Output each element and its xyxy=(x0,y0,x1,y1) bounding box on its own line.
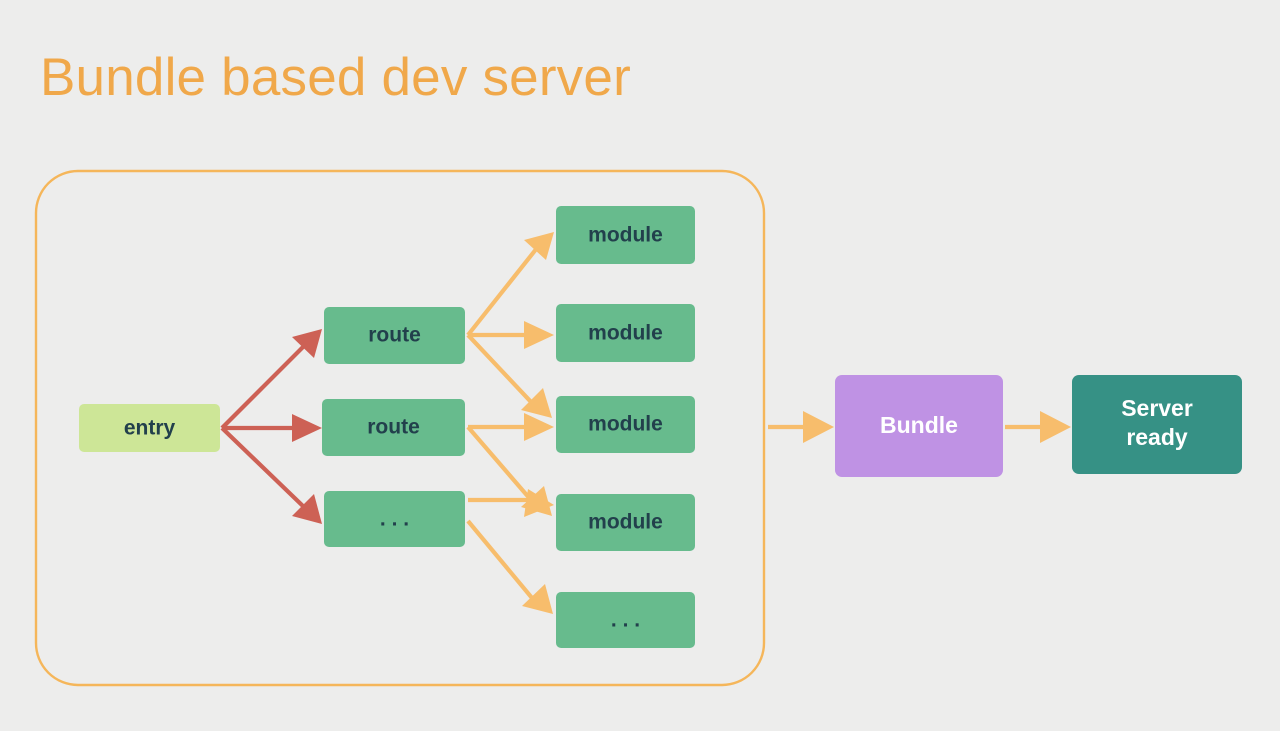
node-module-4[interactable]: module xyxy=(556,494,695,551)
page-title: Bundle based dev server xyxy=(40,48,631,107)
node-server-ready-label-line2: ready xyxy=(1126,424,1188,450)
node-module-1-label: module xyxy=(588,224,663,247)
edge-entry-to-route1 xyxy=(220,329,322,430)
node-module-4-label: module xyxy=(588,511,663,534)
edge-entry-to-route2 xyxy=(222,414,322,442)
node-entry-label: entry xyxy=(124,417,176,440)
edge-entry-to-route3 xyxy=(220,426,322,524)
node-route-ellipsis[interactable]: . . . xyxy=(324,491,465,547)
node-route-ellipsis-label: . . . xyxy=(380,508,409,531)
node-module-3-label: module xyxy=(588,413,663,436)
node-route-2[interactable]: route xyxy=(322,399,465,456)
node-route-1-label: route xyxy=(368,324,421,347)
node-entry[interactable]: entry xyxy=(79,404,220,452)
node-module-2[interactable]: module xyxy=(556,304,695,362)
edge-route3-to-module5 xyxy=(466,519,553,614)
node-module-1[interactable]: module xyxy=(556,206,695,264)
node-server-ready[interactable]: Server ready xyxy=(1072,375,1242,474)
node-bundle[interactable]: Bundle xyxy=(835,375,1003,477)
node-server-ready-label-line1: Server xyxy=(1121,395,1193,421)
node-route-2-label: route xyxy=(367,416,420,439)
node-module-ellipsis-label: . . . xyxy=(611,609,640,632)
node-module-2-label: module xyxy=(588,322,663,345)
node-module-ellipsis[interactable]: . . . xyxy=(556,592,695,648)
edge-route3-to-module4 xyxy=(468,489,554,517)
edge-route1-to-module2 xyxy=(468,321,554,349)
edge-group-to-bundle xyxy=(768,411,834,443)
bundle-graph-group-frame xyxy=(34,169,766,687)
edge-route2-to-module3 xyxy=(468,413,554,441)
edge-bundle-to-server xyxy=(1005,411,1071,443)
node-module-3[interactable]: module xyxy=(556,396,695,453)
node-bundle-label: Bundle xyxy=(880,412,958,438)
edge-route1-to-module3 xyxy=(466,333,552,418)
node-route-1[interactable]: route xyxy=(324,307,465,364)
edge-route1-to-module1 xyxy=(466,232,554,337)
